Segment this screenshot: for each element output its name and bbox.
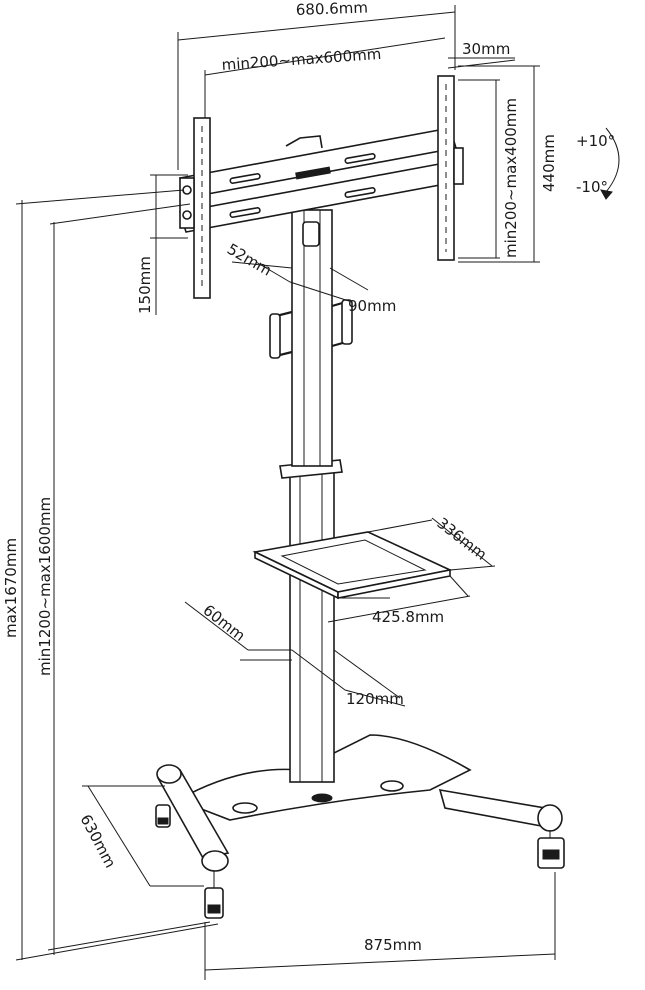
right-leg-tube [438,788,554,830]
label-column-depth: 52mm [224,240,275,280]
caster-front-left [204,870,224,919]
shelf-inset [280,539,427,585]
left-leg-front-end [201,850,229,872]
label-lower-depth: 60mm [200,601,249,645]
base [155,734,565,919]
tilt-knob-right [453,147,464,185]
column-clip [302,221,320,247]
shelf-plate [252,531,453,593]
label-column-width: 90mm [348,297,396,315]
base-hole-center [311,793,333,803]
tilt-arc [605,127,620,193]
label-shelf-width: 425.8mm [372,608,444,626]
tv-bracket [178,75,464,299]
caster-rear-left [155,804,171,828]
base-hole-right [380,780,404,792]
dimension-lines [15,5,620,980]
label-bracket-offset: 150mm [136,256,154,314]
caster-right [537,830,565,869]
label-bracket-depth: 30mm [462,40,510,58]
label-bracket-height: 440mm [540,134,558,192]
base-hole-left [232,802,258,814]
upper-column [291,209,333,467]
right-leg-end [537,804,563,832]
label-vesa-width: min200~max600mm [221,45,382,74]
label-shelf-depth: 336mm [434,514,491,564]
shelf [252,531,453,600]
column [269,209,353,783]
bracket-top-hook [285,135,323,149]
label-vesa-height: min200~max400mm [502,98,520,258]
label-lower-width: 120mm [346,690,404,708]
label-overall-width: 680.6mm [296,0,369,19]
label-tilt-down: -10° [576,178,608,196]
left-leg-rear-end [156,764,182,784]
label-tilt-up: +10° [576,132,615,150]
label-adjust-height: min1200~max1600mm [36,497,54,676]
label-total-height: max1670mm [2,538,20,638]
label-base-width: 875mm [364,936,422,954]
rail-slots [229,153,376,218]
lower-column [289,469,335,783]
label-base-depth: 630mm [76,811,119,871]
